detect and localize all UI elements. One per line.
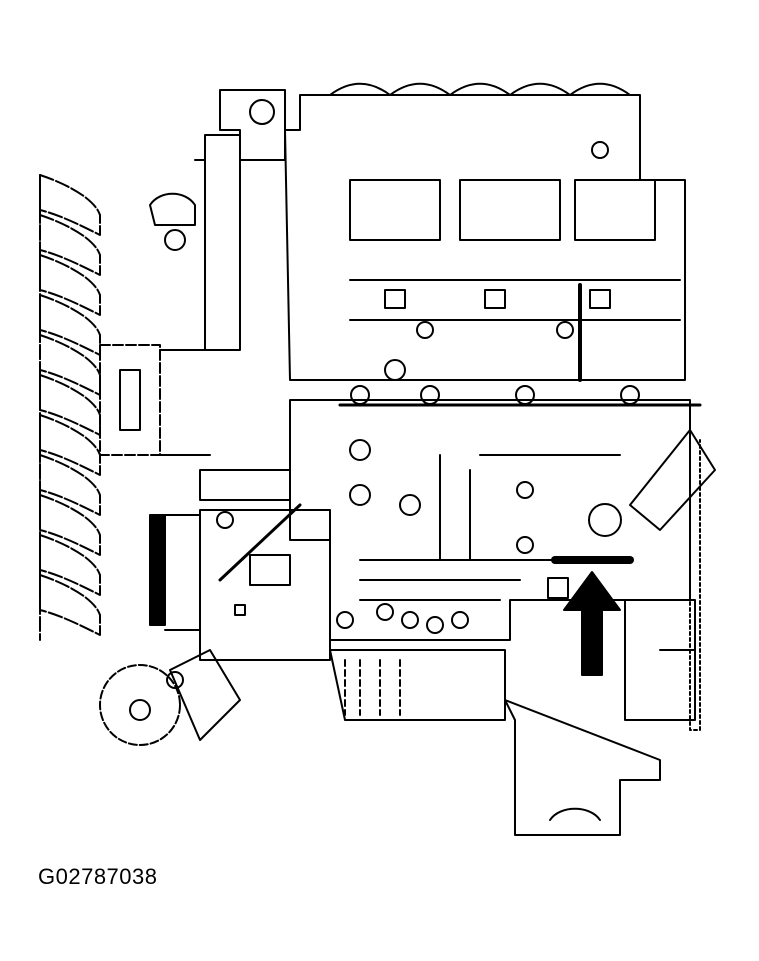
alternator: [199, 503, 331, 661]
manifold-bolts: [338, 359, 702, 407]
cylinder-head: [284, 82, 686, 382]
oil-pan: [329, 649, 661, 836]
cooling-fan: [39, 174, 101, 641]
callout-arrow: [563, 571, 621, 676]
fan-hub: [99, 344, 211, 631]
steering-pump: [99, 649, 241, 746]
engine-block: [289, 399, 691, 641]
exhaust-bracket: [624, 429, 716, 731]
front-housing: [149, 89, 291, 501]
figure-code: G02787038: [38, 864, 158, 889]
